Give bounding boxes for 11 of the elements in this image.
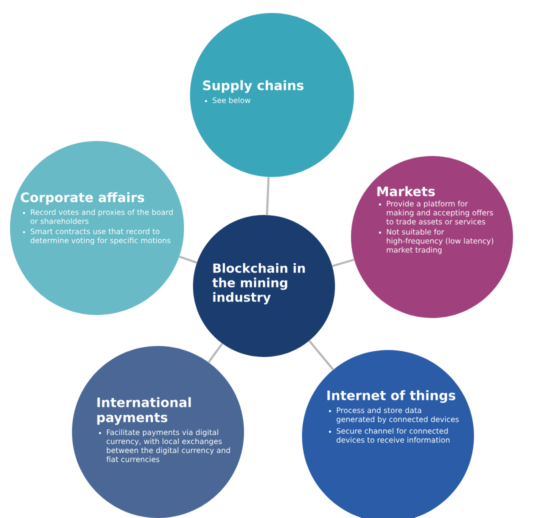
circle-heading: Corporate affairs — [20, 192, 144, 205]
connector-line — [208, 343, 223, 363]
circle-heading: Blockchain in the mining industry — [212, 263, 305, 304]
circle-heading: Internet of things — [327, 390, 456, 403]
circle-heading: International payments — [97, 397, 191, 425]
circle-heading: Markets — [377, 186, 435, 196]
connector-line — [266, 177, 270, 215]
connector-line — [332, 258, 354, 268]
circle-heading: Supply chains — [203, 80, 304, 93]
connector-line — [179, 256, 198, 264]
connector-line — [308, 340, 334, 370]
